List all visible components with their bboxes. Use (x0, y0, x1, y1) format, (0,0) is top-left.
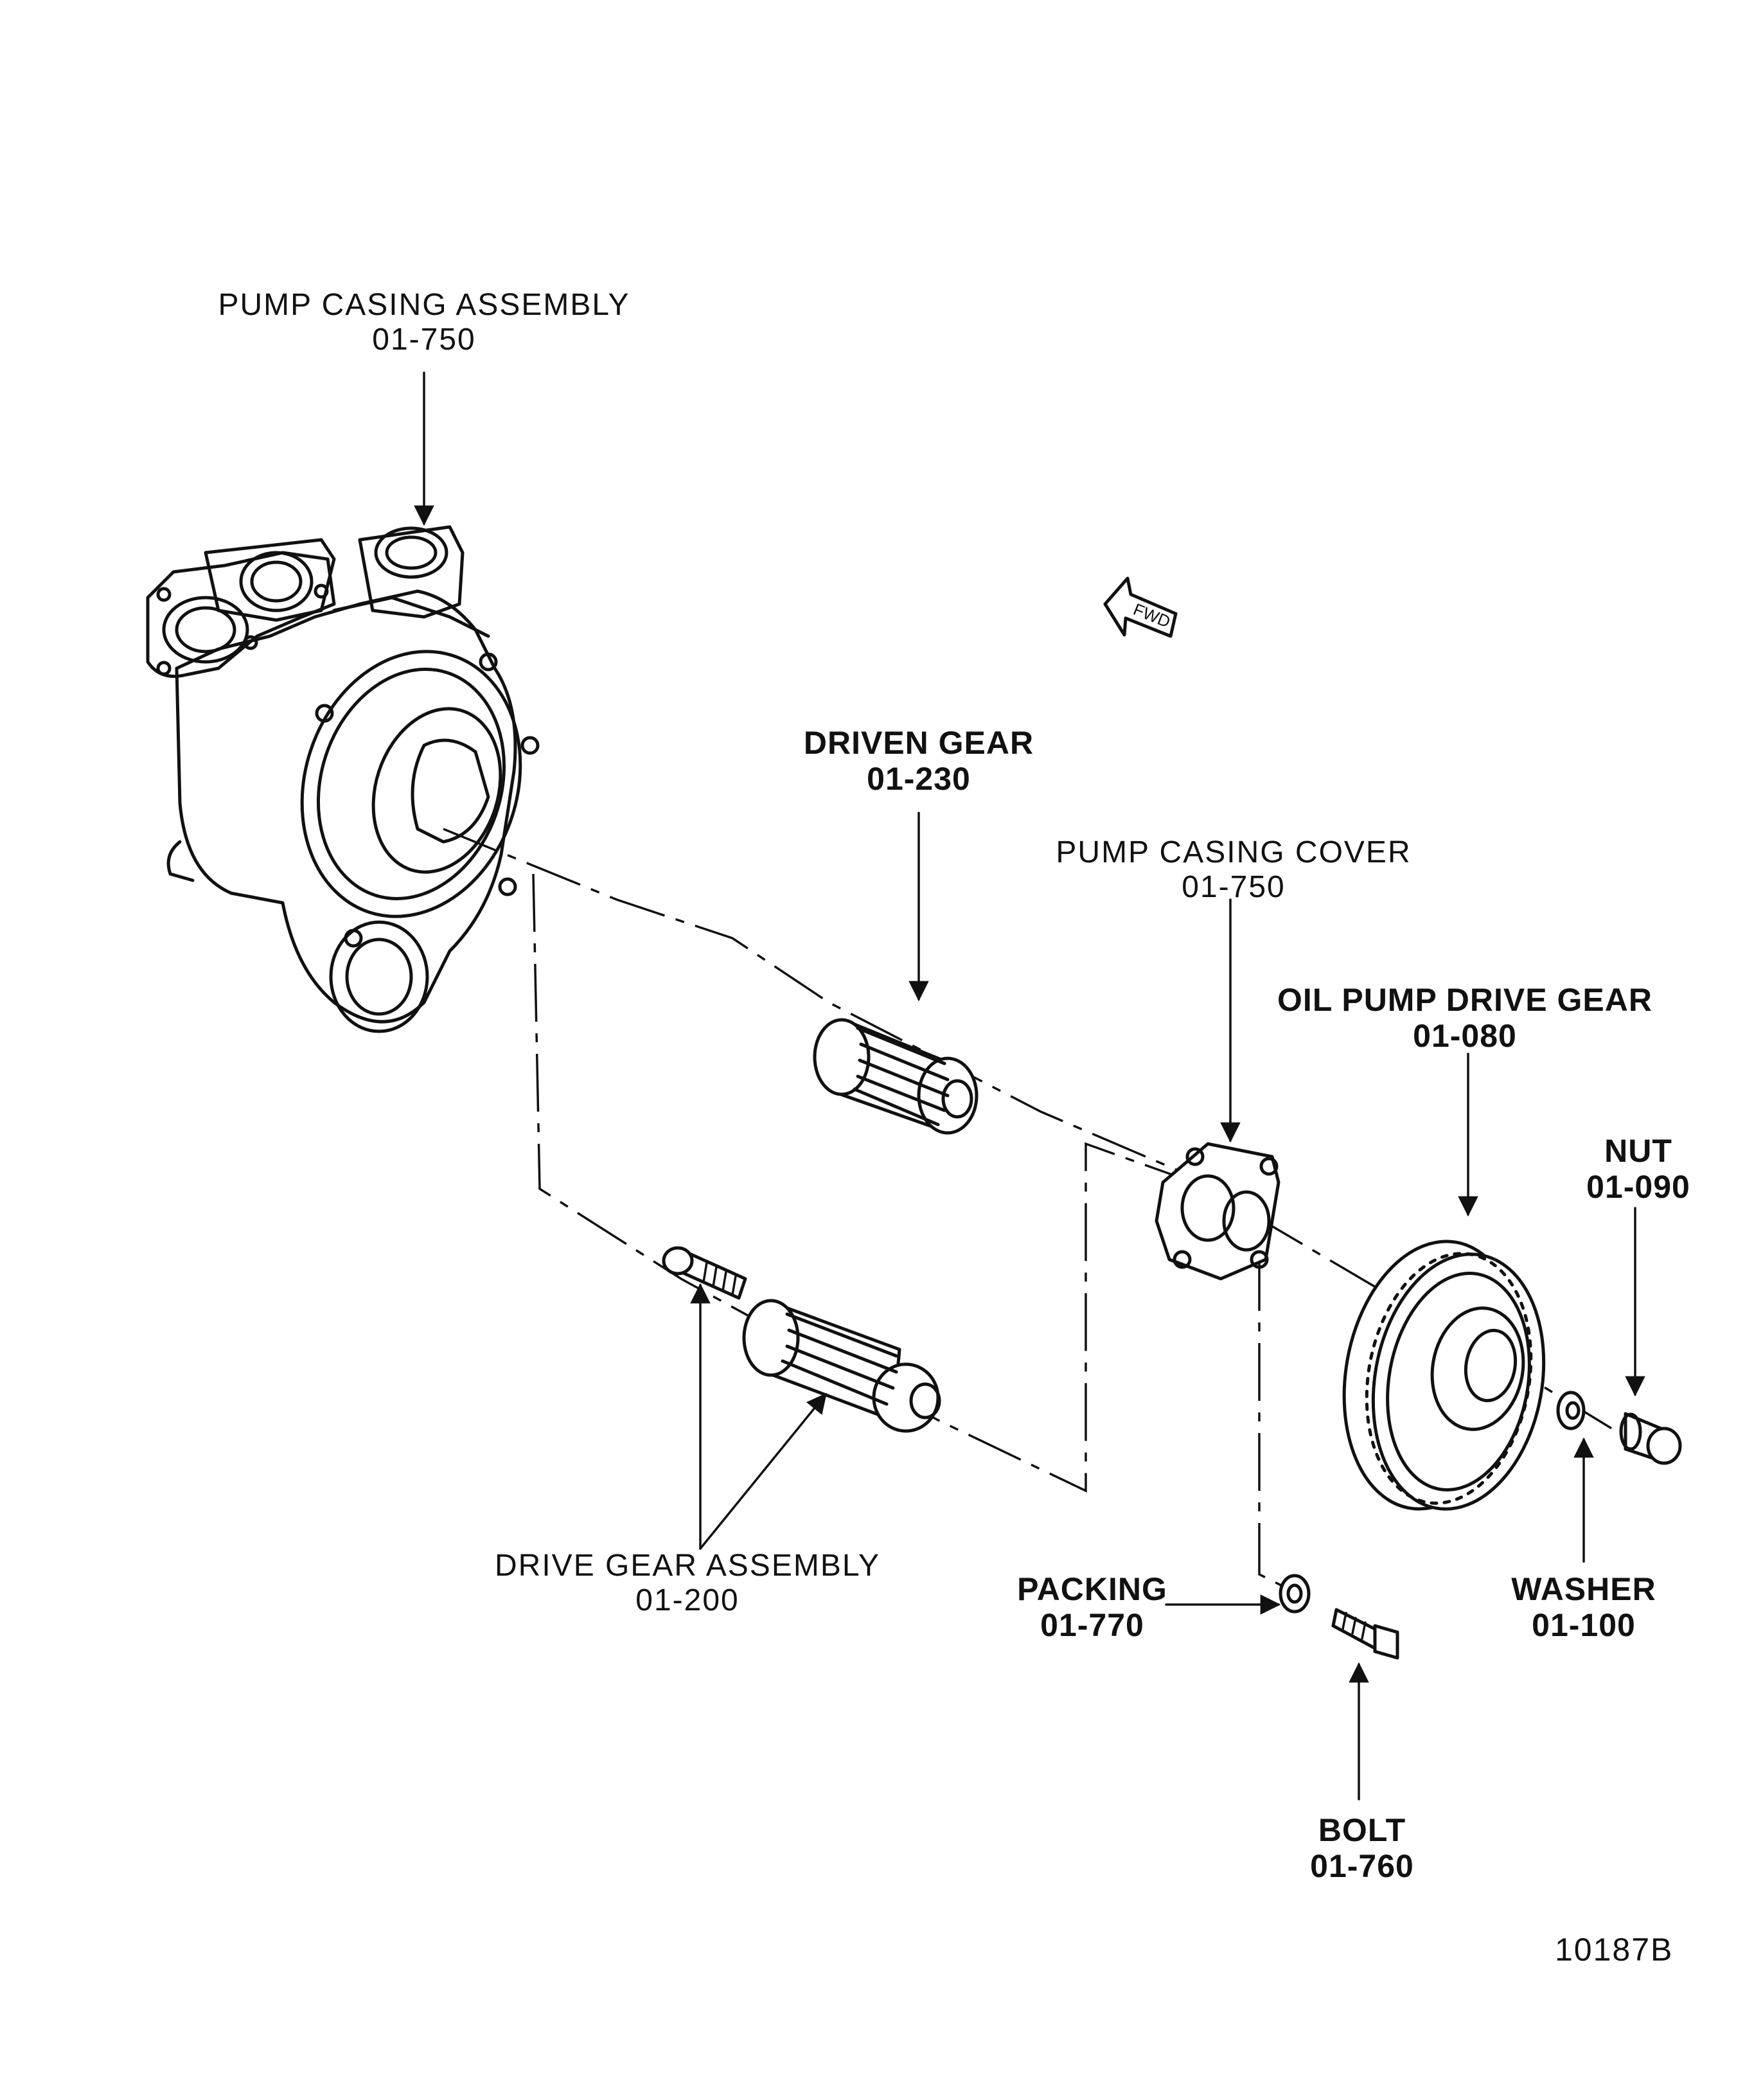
nut-drawing (1619, 1412, 1682, 1465)
label-bolt-part: 01-760 (1310, 1848, 1414, 1884)
leader-arrows (414, 371, 1645, 1801)
label-oil-pump-drive-gear: OIL PUMP DRIVE GEAR 01-080 (1208, 982, 1722, 1054)
label-washer-part: 01-100 (1532, 1607, 1636, 1643)
label-pump-casing-cover-part: 01-750 (1182, 869, 1286, 904)
label-drive-gear-assembly-part: 01-200 (635, 1583, 740, 1617)
figure-number: 10187B (1555, 1932, 1674, 1968)
label-nut-part: 01-090 (1586, 1169, 1690, 1205)
label-packing-name: PACKING (1017, 1571, 1167, 1607)
label-oil-pump-drive-gear-part: 01-080 (1413, 1018, 1517, 1054)
label-nut: NUT 01-090 (1542, 1133, 1735, 1205)
label-washer: WASHER 01-100 (1478, 1571, 1690, 1643)
label-bolt: BOLT 01-760 (1259, 1812, 1465, 1884)
label-pump-casing-cover-name: PUMP CASING COVER (1056, 835, 1412, 869)
pump-casing-assembly-drawing (146, 525, 540, 1033)
label-oil-pump-drive-gear-name: OIL PUMP DRIVE GEAR (1277, 982, 1652, 1018)
pump-casing-cover-drawing (1155, 1142, 1280, 1281)
packing-drawing (1279, 1574, 1311, 1614)
label-packing: PACKING 01-770 (983, 1571, 1201, 1643)
label-nut-name: NUT (1604, 1133, 1672, 1169)
label-driven-gear: DRIVEN GEAR 01-230 (745, 725, 1092, 797)
label-driven-gear-name: DRIVEN GEAR (803, 725, 1034, 761)
driven-gear-drawing (813, 1018, 979, 1135)
fwd-arrow-icon: FWD (1103, 576, 1178, 638)
bolt-drawing (1331, 1608, 1399, 1660)
washer-drawing (1556, 1391, 1586, 1430)
label-pump-casing-assembly-name: PUMP CASING ASSEMBLY (218, 288, 630, 322)
label-drive-gear-assembly: DRIVE GEAR ASSEMBLY 01-200 (437, 1549, 938, 1618)
label-pump-casing-assembly-part: 01-750 (372, 322, 476, 357)
label-packing-part: 01-770 (1040, 1607, 1144, 1643)
label-pump-casing-cover: PUMP CASING COVER 01-750 (1002, 835, 1465, 905)
label-washer-name: WASHER (1511, 1571, 1656, 1607)
label-pump-casing-assembly: PUMP CASING ASSEMBLY 01-750 (193, 288, 655, 357)
label-bolt-name: BOLT (1318, 1812, 1406, 1848)
oil-pump-drive-gear-drawing (1342, 1240, 1546, 1511)
label-driven-gear-part: 01-230 (867, 761, 971, 797)
drive-gear-assembly-drawing (662, 1246, 941, 1433)
label-drive-gear-assembly-name: DRIVE GEAR ASSEMBLY (495, 1549, 880, 1583)
